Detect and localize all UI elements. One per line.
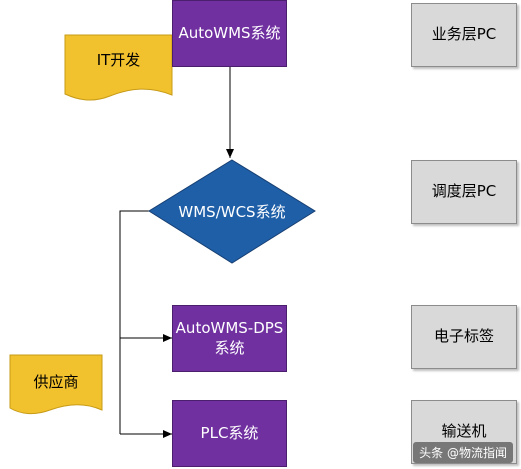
plc-system-box: PLC系统 [172,400,287,467]
it-dev-label: IT开发 [96,50,141,69]
supplier-label: 供应商 [33,372,79,391]
conveyor-box: 输送机 [411,400,517,464]
dispatch-layer-box: 调度层PC [411,160,517,224]
e-label-label: 电子标签 [433,327,494,346]
business-layer-box: 业务层PC [411,3,517,67]
it-dev-note [64,34,173,101]
dispatch-layer-label: 调度层PC [431,182,497,201]
wms-wcs-diamond [148,159,316,264]
business-layer-label: 业务层PC [431,25,497,44]
e-label-box: 电子标签 [411,305,517,369]
plc-system-label: PLC系统 [200,423,259,442]
wms-wcs-label: WMS/WCS系统 [178,202,286,221]
connector-wms-branch [119,210,150,434]
autowms-dps-box: AutoWMS-DPS系统 [172,305,287,372]
watermark: 头条 @物流指闻 [413,442,513,463]
autowms-system-box: AutoWMS系统 [172,0,287,67]
conveyor-label: 输送机 [441,422,487,441]
autowms-system-label: AutoWMS系统 [178,23,281,42]
supplier-note [9,354,103,415]
autowms-dps-label: AutoWMS-DPS系统 [175,319,284,357]
